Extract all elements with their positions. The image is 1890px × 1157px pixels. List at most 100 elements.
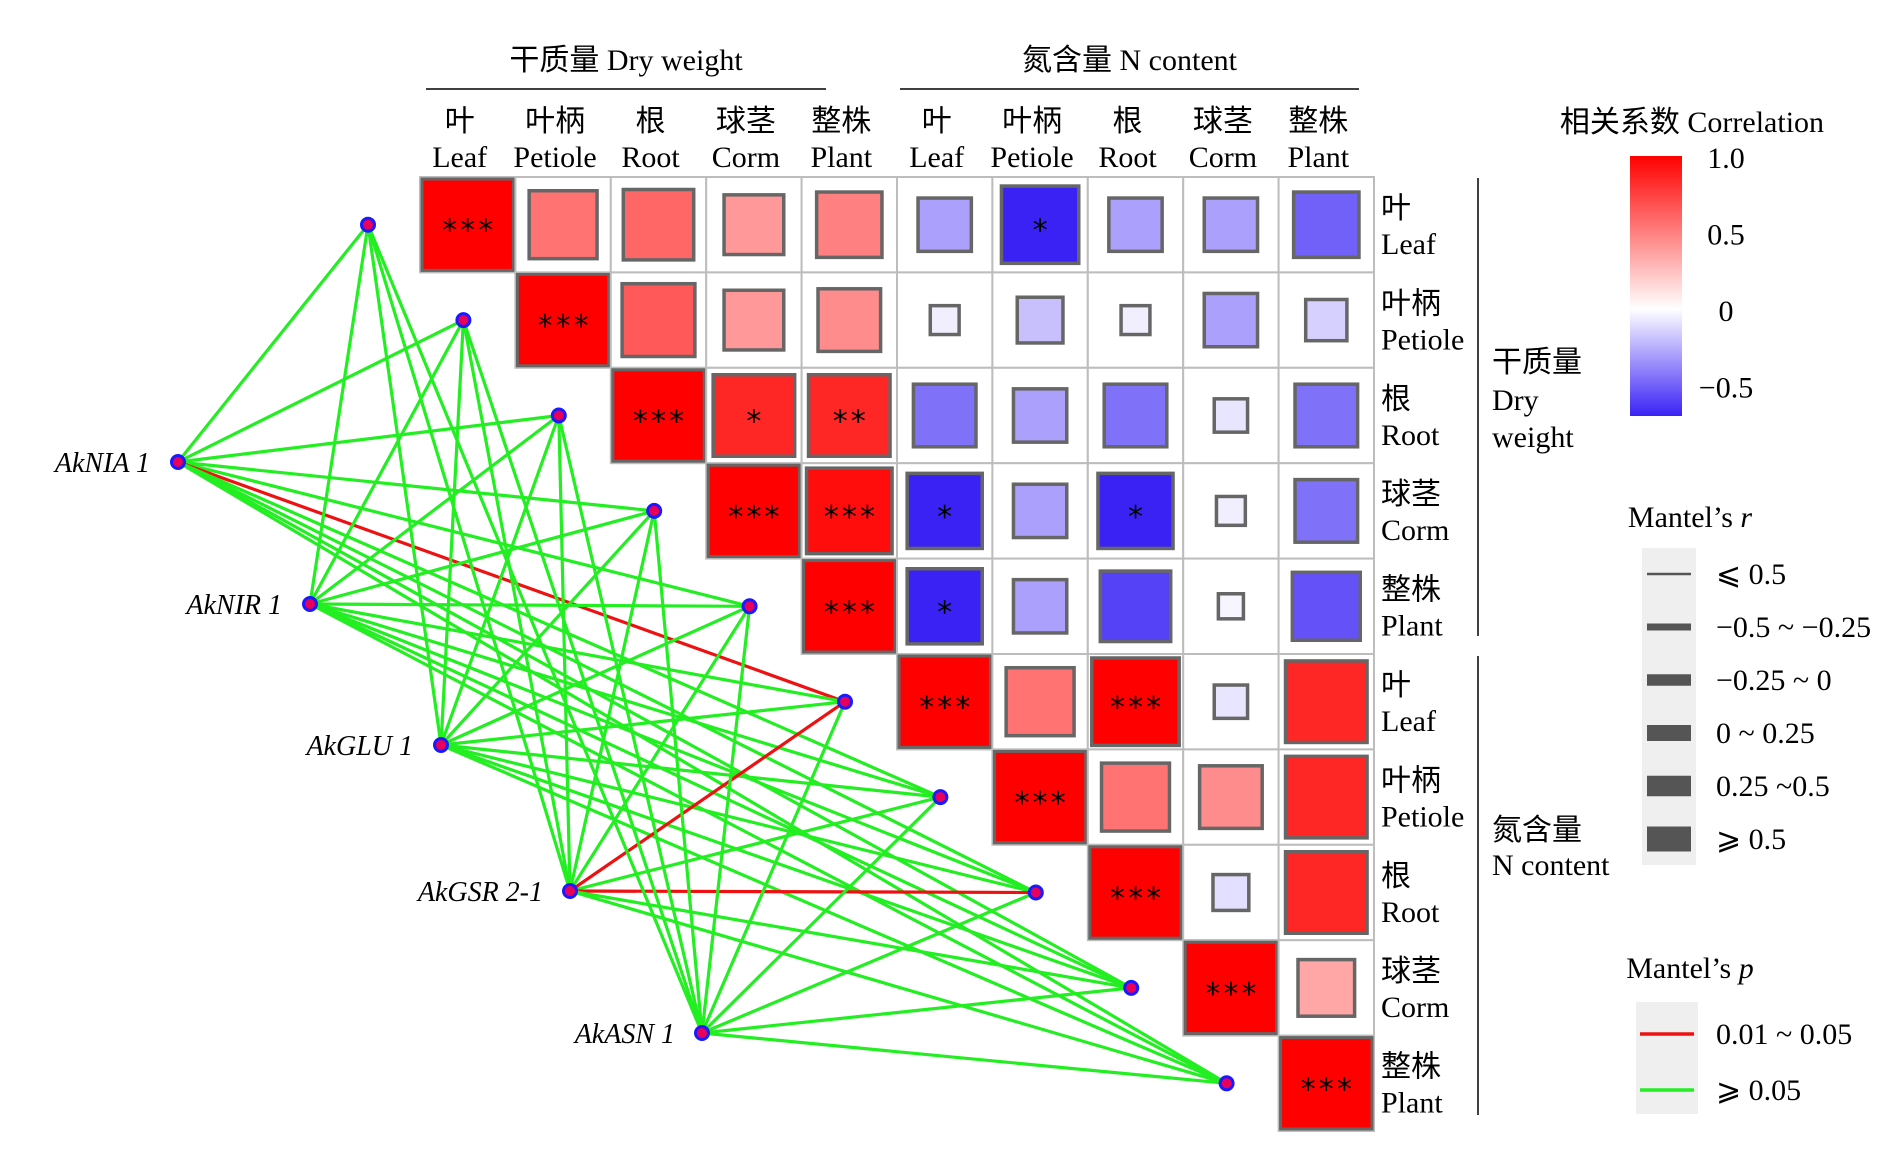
cell-mark-3-5 [905,471,984,551]
mantel-link-3-1 [461,319,572,892]
gene-node-2 [433,737,449,753]
gene-node-1 [302,596,318,612]
mantel-link-0-4 [177,460,750,608]
col-label-zh-3: 球茎 [716,105,776,138]
colorbar-tick-3: −0.5 [1699,371,1753,404]
cell-mark-4-6 [1011,577,1069,635]
row-label-en-3: Corm [1381,514,1449,547]
cell-mark-3-3 [706,463,802,559]
mantel-r-title: Mantel’s r [1628,501,1753,534]
mantel-r-legend: Mantel’s r⩽ 0.5−0.5 ~ −0.25−0.25 ~ 00 ~ … [1628,501,1871,865]
heatmap-grid: ****************************************… [419,176,1375,1132]
cell-bg-1-7 [1086,271,1185,369]
mantel-link-3-3 [568,510,656,892]
row-group-en-0-0: Dry [1492,384,1539,417]
significance-8-8: *** [1204,977,1258,1012]
row-label-zh-4: 整株 [1381,574,1441,607]
cell-mark-2-5 [911,382,978,449]
cell-mark-2-2 [611,368,706,463]
mantel-link-4-6 [700,795,942,1035]
significance-2-4: ** [831,405,867,440]
mantel-link-2-7 [440,743,1037,895]
cell-mark-6-8 [1197,764,1264,831]
mantel-link-3-5 [569,700,846,893]
mantel-link-0-3 [177,460,655,513]
cell-mark-0-8 [1202,196,1260,254]
mantel-link-4-8 [701,986,1132,1035]
cell-mark-0-5 [916,196,974,254]
colorbar-tick-2: 0 [1719,295,1734,328]
row-label-en-8: Corm [1381,991,1449,1024]
gene-label-3: AkGSR 2-1 [416,877,543,908]
mantel-link-3-7 [569,889,1036,895]
row-label-zh-2: 根 [1381,383,1411,416]
row-label-zh-7: 根 [1381,860,1411,893]
col-label-zh-9: 整株 [1288,105,1348,138]
significance-3-3: *** [727,500,781,535]
cell-mark-1-7 [1119,303,1152,337]
col-label-en-5: Leaf [909,141,964,174]
mantel-r-label-0: ⩽ 0.5 [1716,558,1786,591]
row-label-zh-3: 球茎 [1381,478,1441,511]
cell-mark-4-9 [1290,570,1363,643]
mantel-r-label-1: −0.5 ~ −0.25 [1716,611,1871,644]
col-label-zh-6: 叶柄 [1002,105,1062,138]
cell-mark-8-9 [1296,957,1357,1018]
cell-mark-6-6 [992,749,1088,845]
cell-mark-7-9 [1283,849,1369,936]
significance-4-4: *** [822,595,876,630]
mantel-p-title: Mantel’s p [1626,952,1754,985]
significance-3-7: * [1126,500,1144,535]
mantel-link-3-4 [568,605,751,892]
mantel-link-1-5 [309,602,846,704]
row-group-zh-1: 氮含量 [1492,814,1582,847]
colorbar-tick-1: 0.5 [1707,218,1745,251]
target-node-3 [646,502,663,519]
cell-mark-1-1 [515,272,611,368]
col-label-en-9: Plant [1287,141,1349,174]
target-node-0 [360,216,376,233]
mantel-p-key-bg [1636,1002,1698,1114]
cell-mark-0-9 [1291,190,1361,260]
row-label-zh-1: 叶柄 [1381,287,1441,320]
row-labels: 叶Leaf叶柄Petiole根Root球茎Corm整株Plant叶Leaf叶柄P… [1381,178,1610,1120]
cell-mark-0-4 [814,190,884,260]
mantel-link-2-4 [440,604,751,747]
target-node-5 [837,693,853,710]
significance-6-6: *** [1013,786,1067,821]
cell-mark-0-2 [621,187,696,262]
cell-mark-0-3 [722,193,786,257]
cell-mark-3-7 [1096,471,1175,551]
cell-mark-6-9 [1283,754,1369,840]
mantel-link-2-6 [440,743,941,799]
mantel-link-4-3 [652,510,704,1034]
mantel-links [176,223,1228,1085]
mantel-p-label-0: 0.01 ~ 0.05 [1716,1018,1852,1051]
cell-mark-1-4 [816,287,883,354]
row-label-en-9: Plant [1381,1087,1443,1120]
significance-0-0: *** [441,214,495,249]
significance-2-2: *** [631,405,685,440]
mantel-r-label-3: 0 ~ 0.25 [1716,717,1815,750]
row-label-en-2: Root [1381,419,1440,452]
column-labels: 叶Leaf叶柄Petiole根Root球茎Corm整株Plant叶Leaf叶柄P… [432,105,1350,174]
mantel-link-3-9 [569,889,1228,1085]
cell-mark-0-6 [999,184,1081,266]
col-label-en-2: Root [621,141,680,174]
col-label-zh-4: 整株 [811,105,871,138]
col-label-zh-0: 叶 [445,105,475,138]
col-label-en-3: Corm [712,141,780,174]
gene-node-3 [562,883,578,899]
row-label-zh-8: 球茎 [1381,955,1441,988]
mantel-link-4-1 [461,319,704,1034]
cell-bg-2-6 [991,366,1089,465]
significance-5-7: *** [1108,691,1162,726]
mantel-link-0-8 [177,460,1132,990]
cell-mark-3-8 [1214,494,1248,528]
mantel-link-3-0 [366,224,572,892]
cell-mark-7-8 [1211,872,1251,913]
